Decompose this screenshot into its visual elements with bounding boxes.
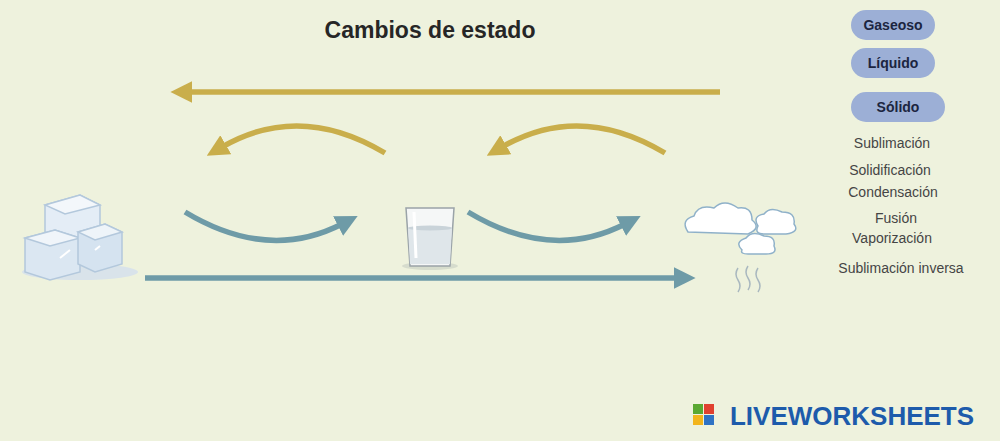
process-name: Sublimación inversa: [838, 260, 963, 276]
process-name: Sublimación: [854, 135, 930, 151]
ice-cubes: [22, 195, 138, 280]
curved-arrow: [222, 126, 385, 153]
long-arrow: [188, 89, 720, 95]
watermark: LIVEWORKSHEETS: [730, 401, 974, 432]
curved-arrow: [502, 126, 665, 153]
title: Cambios de estado: [325, 17, 536, 44]
process-name: Condensación: [848, 184, 938, 200]
state-name: Sólido: [877, 99, 920, 115]
state-name: Líquido: [868, 55, 919, 71]
glass-of-water: [402, 208, 458, 270]
curved-arrow: [468, 212, 625, 240]
gold-arrows: [188, 92, 720, 153]
process-name: Vaporización: [852, 230, 932, 246]
state-pill: Gaseoso: [851, 10, 935, 40]
logo-icon: [693, 404, 714, 425]
curved-arrow: [185, 212, 342, 240]
steam: [736, 266, 760, 292]
long-arrow: [145, 275, 678, 281]
state-pill: Sólido: [851, 92, 945, 122]
process-name: Fusión: [875, 210, 917, 226]
clouds: [685, 203, 796, 254]
state-name: Gaseoso: [863, 17, 922, 33]
process-name: Solidificación: [849, 162, 931, 178]
state-pill: Líquido: [851, 48, 935, 78]
